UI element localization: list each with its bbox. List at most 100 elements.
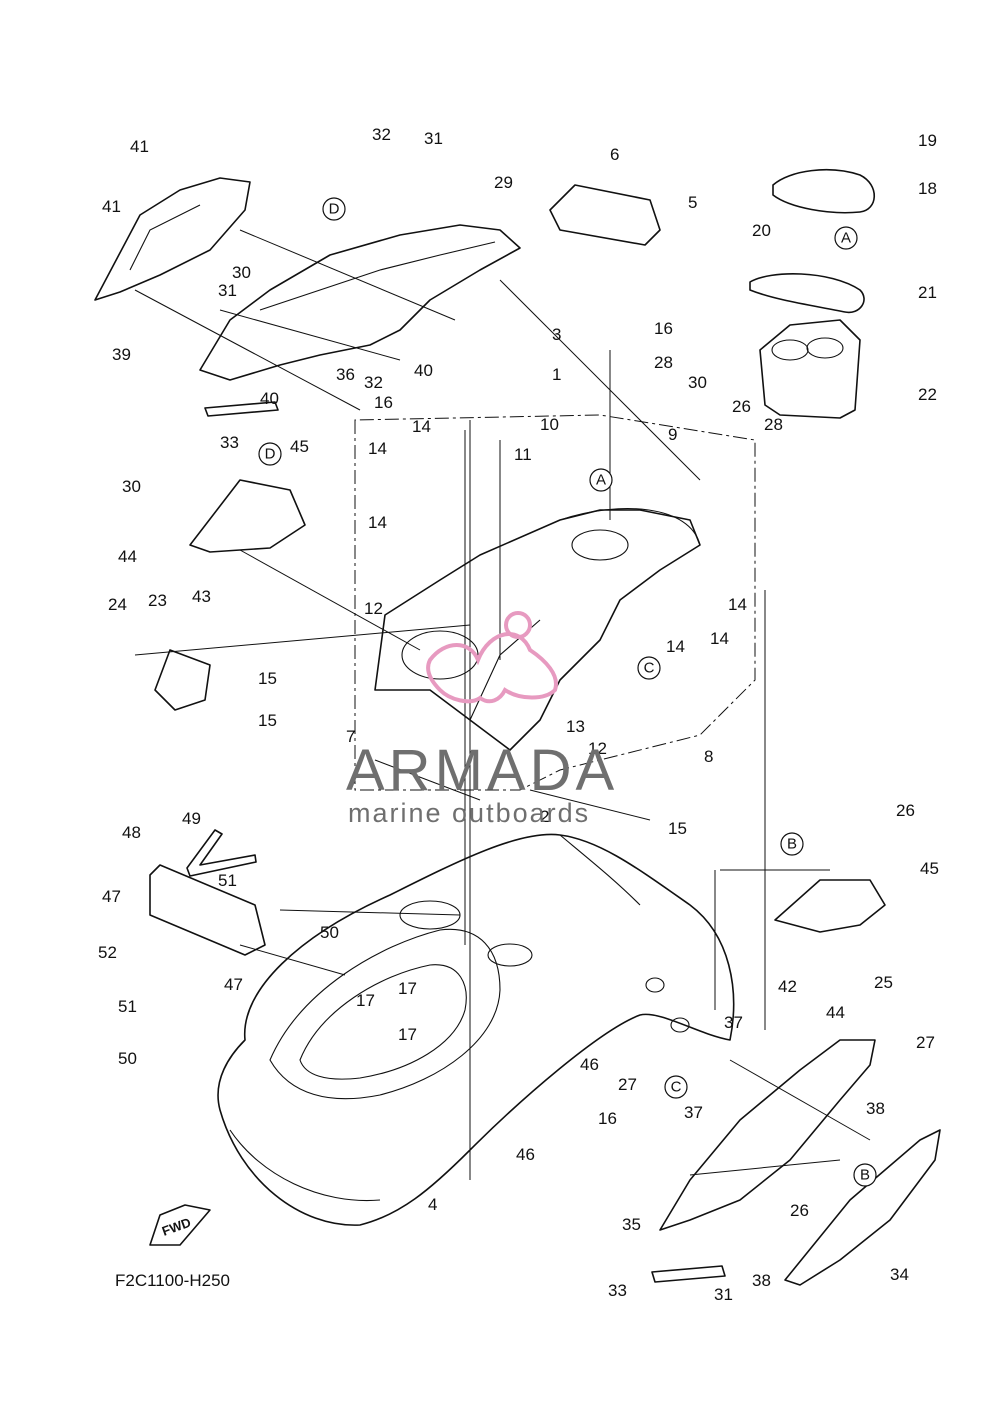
callout-52: 52 — [98, 943, 117, 962]
callout-39: 39 — [112, 345, 131, 364]
callout-36: 36 — [336, 365, 355, 384]
svg-text:D: D — [265, 446, 276, 463]
callout-49: 49 — [182, 809, 201, 828]
bracket-left — [189, 479, 306, 553]
callout-17: 17 — [356, 991, 375, 1010]
svg-text:D: D — [329, 201, 340, 218]
callout-51b: 51 — [118, 997, 137, 1016]
top-cover — [772, 169, 875, 214]
callout-45b: 45 — [920, 859, 939, 878]
callout-47: 47 — [102, 887, 121, 906]
watermark-brand: ARMADA — [346, 738, 618, 803]
callout-12: 12 — [364, 599, 383, 618]
callout-31c: 31 — [714, 1285, 733, 1304]
callout-8: 8 — [704, 747, 713, 766]
ref-mark-d-bracket: D — [258, 442, 282, 466]
callout-46: 46 — [580, 1055, 599, 1074]
svg-text:A: A — [596, 472, 606, 489]
seat-cover — [199, 224, 521, 381]
callout-2: 2 — [540, 807, 549, 826]
callout-30: 30 — [232, 263, 251, 282]
callout-50b: 50 — [118, 1049, 137, 1068]
assembly-boundary — [354, 414, 756, 791]
ref-mark-a-body: A — [589, 468, 613, 492]
callout-20: 20 — [752, 221, 771, 240]
callout-16: 16 — [654, 319, 673, 338]
callout-29: 29 — [494, 173, 513, 192]
callout-27b: 27 — [618, 1075, 637, 1094]
callout-10: 10 — [540, 415, 559, 434]
callout-24: 24 — [108, 595, 127, 614]
watermark-logo — [426, 611, 558, 704]
callout-35: 35 — [622, 1215, 641, 1234]
watermark-tagline: marine outboards — [348, 798, 590, 828]
ref-mark-a-top: A — [834, 226, 858, 250]
callout-14d: 14 — [728, 595, 747, 614]
callout-28b: 28 — [764, 415, 783, 434]
callout-7: 7 — [346, 727, 355, 746]
right-side-panel — [659, 1039, 876, 1231]
watermark: ARMADA marine outboards — [346, 611, 618, 828]
callout-31b: 31 — [218, 281, 237, 300]
callout-14b: 14 — [412, 417, 431, 436]
callout-5: 5 — [688, 193, 697, 212]
callout-38: 38 — [866, 1099, 885, 1118]
left-side-panel — [94, 177, 251, 301]
callout-21: 21 — [918, 283, 937, 302]
callout-32: 32 — [372, 125, 391, 144]
svg-text:C: C — [671, 1079, 682, 1096]
ref-mark-c-body: C — [637, 656, 661, 680]
callout-40: 40 — [414, 361, 433, 380]
small-cover — [154, 649, 211, 711]
callout-14f: 14 — [666, 637, 685, 656]
callout-26: 26 — [732, 397, 751, 416]
ref-mark-b-bracket: B — [780, 832, 804, 856]
callout-15c: 15 — [668, 819, 687, 838]
callout-17b: 17 — [398, 979, 417, 998]
fwd-arrow — [149, 1204, 211, 1246]
callout-43: 43 — [192, 587, 211, 606]
callout-23: 23 — [148, 591, 167, 610]
callout-16b: 16 — [374, 393, 393, 412]
callout-37: 37 — [724, 1013, 743, 1032]
callout-37b: 37 — [684, 1103, 703, 1122]
strip-upper — [204, 401, 279, 417]
storage-box — [149, 864, 266, 956]
ref-mark-c-panel: C — [664, 1075, 688, 1099]
upper-body — [374, 509, 701, 751]
svg-text:B: B — [860, 1167, 870, 1184]
callout-13: 13 — [566, 717, 585, 736]
callout-44: 44 — [118, 547, 137, 566]
ref-mark-b-panel: B — [853, 1163, 877, 1187]
callout-48: 48 — [122, 823, 141, 842]
callout-51: 51 — [218, 871, 237, 890]
callout-6: 6 — [610, 145, 619, 164]
callout-41: 41 — [130, 137, 149, 156]
callout-33b: 33 — [608, 1281, 627, 1300]
callout-26c: 26 — [790, 1201, 809, 1220]
callout-30c: 30 — [122, 477, 141, 496]
callout-4: 4 — [428, 1195, 437, 1214]
callout-33: 33 — [220, 433, 239, 452]
callout-40b: 40 — [260, 389, 279, 408]
callout-15b: 15 — [258, 711, 277, 730]
callout-19: 19 — [918, 131, 937, 150]
svg-text:A: A — [841, 230, 851, 247]
callout-46b: 46 — [516, 1145, 535, 1164]
meter-unit — [549, 184, 661, 246]
callout-31: 31 — [424, 129, 443, 148]
bracket-right — [774, 879, 886, 933]
callout-38b: 38 — [752, 1271, 771, 1290]
callout-9: 9 — [668, 425, 677, 444]
callout-25: 25 — [874, 973, 893, 992]
callout-17c: 17 — [398, 1025, 417, 1044]
storage-bin — [759, 319, 861, 419]
strip-lower — [651, 1265, 726, 1283]
reference-marks: A A B B C C D D — [258, 197, 877, 1187]
callout-27: 27 — [916, 1033, 935, 1052]
callout-15: 15 — [258, 669, 277, 688]
callout-16c: 16 — [598, 1109, 617, 1128]
gasket — [749, 273, 865, 314]
callout-44b: 44 — [826, 1003, 845, 1022]
